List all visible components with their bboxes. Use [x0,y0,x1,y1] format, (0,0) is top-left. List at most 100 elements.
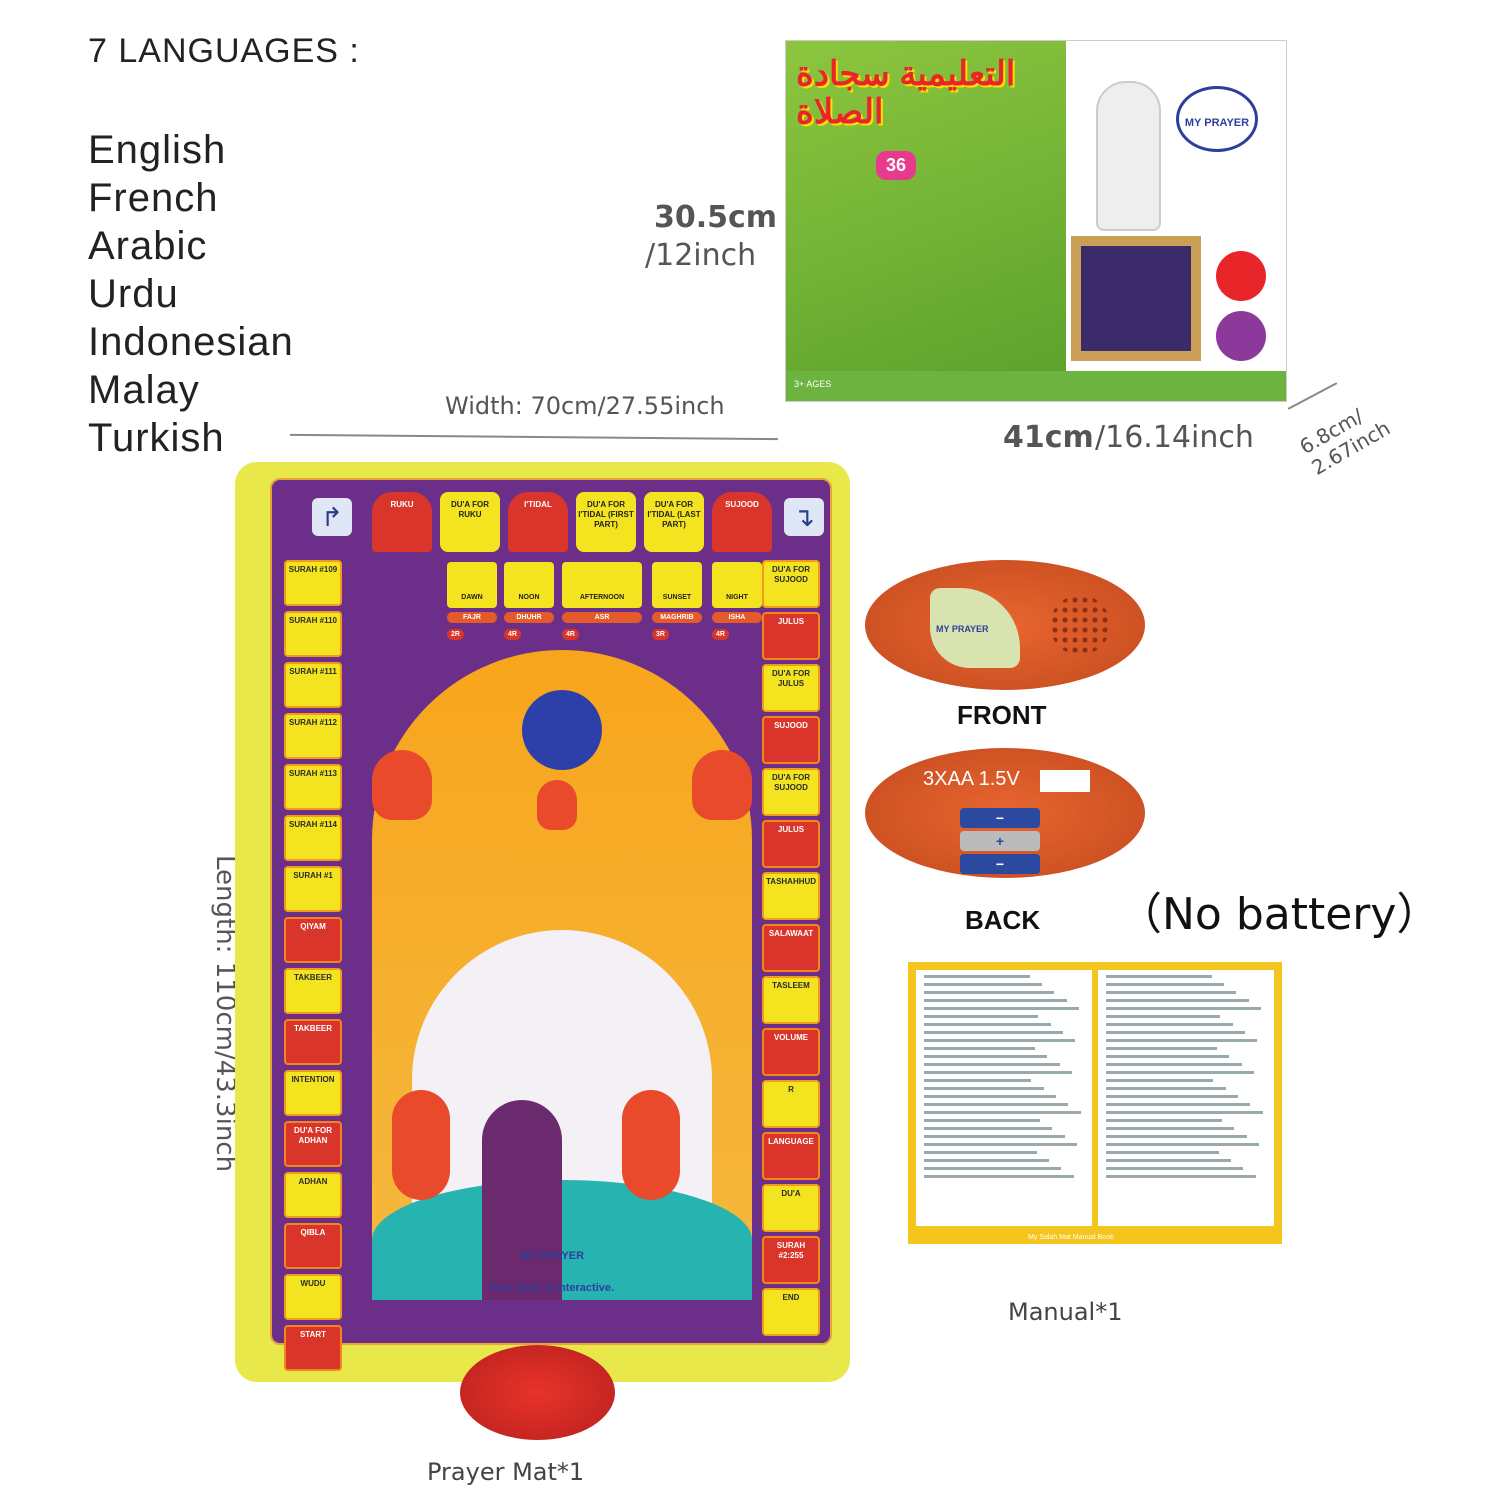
tile-right[interactable]: SALAWAAT [762,924,820,972]
manual-text-line [924,991,1055,994]
left-foot-icon[interactable] [392,1090,450,1200]
nose-icon[interactable] [537,780,577,830]
tile-left[interactable]: SURAH #109 [284,560,342,606]
manual-text-line [924,983,1042,986]
tile-top[interactable]: DU'A FOR I'TIDAL (LAST PART) [644,492,704,552]
tile-left[interactable]: WUDU [284,1274,342,1320]
language-item: Turkish [88,416,225,460]
manual-caption: Manual*1 [1008,1298,1123,1326]
manual-text-line [924,1031,1064,1034]
mat-controller [460,1345,615,1440]
prayer-name[interactable]: DHUHR [504,612,554,623]
rakah-count[interactable]: 2R [447,629,464,640]
tile-right[interactable]: JULUS [762,612,820,660]
tile-top[interactable]: DU'A FOR RUKU [440,492,500,552]
prayer-name[interactable]: ISHA [712,612,762,623]
mat-logo: MY PRAYER Fun, Easy & Interactive. [452,1250,652,1294]
manual-right-page [1098,970,1274,1226]
back-label: BACK [965,905,1041,935]
prayer-name[interactable]: FAJR [447,612,497,623]
tile-left[interactable]: TAKBEER [284,1019,342,1065]
tile-left[interactable]: SURAH #113 [284,764,342,810]
controller-front-logo: MY PRAYER [930,588,1020,668]
tile-right[interactable]: DU'A [762,1184,820,1232]
arrow-down-right-icon[interactable]: ↴ [784,498,824,536]
tile-left[interactable]: INTENTION [284,1070,342,1116]
tile-top[interactable]: RUKU [372,492,432,552]
tile-top[interactable]: SUJOOD [712,492,772,552]
manual-book: My Salah Mat Manual Book [908,962,1282,1244]
tile-left[interactable]: ADHAN [284,1172,342,1218]
tile-top[interactable]: DU'A FOR I'TIDAL (FIRST PART) [576,492,636,552]
tile-left[interactable]: SURAH #114 [284,815,342,861]
tile-left[interactable]: DU'A FOR ADHAN [284,1121,342,1167]
tile-right[interactable]: VOLUME [762,1028,820,1076]
manual-text-line [1106,1047,1217,1050]
manual-text-line [1106,1119,1223,1122]
tile-left[interactable]: QIYAM [284,917,342,963]
rakah-count[interactable]: 4R [712,629,729,640]
tile-right[interactable]: END [762,1288,820,1336]
rakah-count[interactable]: 3R [652,629,669,640]
tile-right[interactable]: SURAH #2:255 [762,1236,820,1284]
tile-right[interactable]: DU'A FOR JULUS [762,664,820,712]
left-hand-icon[interactable] [372,750,432,820]
tile-top[interactable]: I'TIDAL [508,492,568,552]
controller-back: 3XAA 1.5V − + − [865,748,1145,878]
tile-right[interactable]: TASLEEM [762,976,820,1024]
right-foot-icon[interactable] [622,1090,680,1200]
manual-text-line [924,1151,1037,1154]
prayer-time-tile[interactable]: NOON [504,562,554,608]
prayer-time-tile[interactable]: AFTERNOON [562,562,642,608]
product-box: التعليمية سجادة الصلاة 36 MY PRAYER 3+ A… [785,40,1287,402]
tile-left[interactable]: SURAH #1 [284,866,342,912]
prayer-time-tile[interactable]: DAWN [447,562,497,608]
box-height-cm: 30.5cm [654,200,778,235]
manual-text-line [1106,1143,1260,1146]
rakah-count[interactable]: 4R [562,629,579,640]
tile-right[interactable]: JULUS [762,820,820,868]
tile-right[interactable]: LANGUAGE [762,1132,820,1180]
manual-text-line [924,1087,1044,1090]
manual-text-line [924,1079,1032,1082]
tile-right[interactable]: DU'A FOR SUJOOD [762,560,820,608]
box-badge: 36 [876,151,917,180]
width-line [290,433,778,441]
box-logo: MY PRAYER [1176,86,1258,152]
language-item: Urdu [88,272,179,316]
box-width-cm: 41cm [1003,420,1094,455]
tile-right[interactable]: R [762,1080,820,1128]
tile-right[interactable]: TASHAHHUD [762,872,820,920]
tile-left[interactable]: START [284,1325,342,1371]
rakah-count[interactable]: 4R [504,629,521,640]
box-depth-label: 6.8cm/ 2.67inch [1295,403,1395,480]
prayer-name[interactable]: MAGHRIB [652,612,702,623]
languages-title: 7 LANGUAGES : [88,32,360,70]
prayer-mat: MY PRAYER Fun, Easy & Interactive. ↱ ↴ R… [235,462,850,1382]
tile-left[interactable]: QIBLA [284,1223,342,1269]
prayer-name[interactable]: ASR [562,612,642,623]
start-badge [1216,311,1266,361]
manual-text-line [924,1167,1062,1170]
tile-left[interactable]: SURAH #111 [284,662,342,708]
prayer-time-tile[interactable]: SUNSET [652,562,702,608]
tile-left[interactable]: SURAH #110 [284,611,342,657]
tile-right[interactable]: DU'A FOR SUJOOD [762,768,820,816]
mat-field: MY PRAYER Fun, Easy & Interactive. ↱ ↴ R… [270,478,832,1371]
right-hand-icon[interactable] [692,750,752,820]
manual-text-line [1106,1015,1221,1018]
language-item: Indonesian [88,320,294,364]
tile-left[interactable]: TAKBEER [284,968,342,1014]
touch-badge [1216,251,1266,301]
language-item: French [88,176,219,220]
manual-text-line [924,1039,1076,1042]
prayer-time-tile[interactable]: NIGHT [712,562,762,608]
manual-text-line [924,1015,1039,1018]
language-item: Arabic [88,224,208,268]
tile-right[interactable]: SUJOOD [762,716,820,764]
mosque-illustration [372,650,752,1300]
box-footer-strip: 3+ AGES [786,371,1286,401]
tile-left[interactable]: SURAH #112 [284,713,342,759]
manual-text-line [924,1007,1079,1010]
arrow-up-right-icon[interactable]: ↱ [312,498,352,536]
